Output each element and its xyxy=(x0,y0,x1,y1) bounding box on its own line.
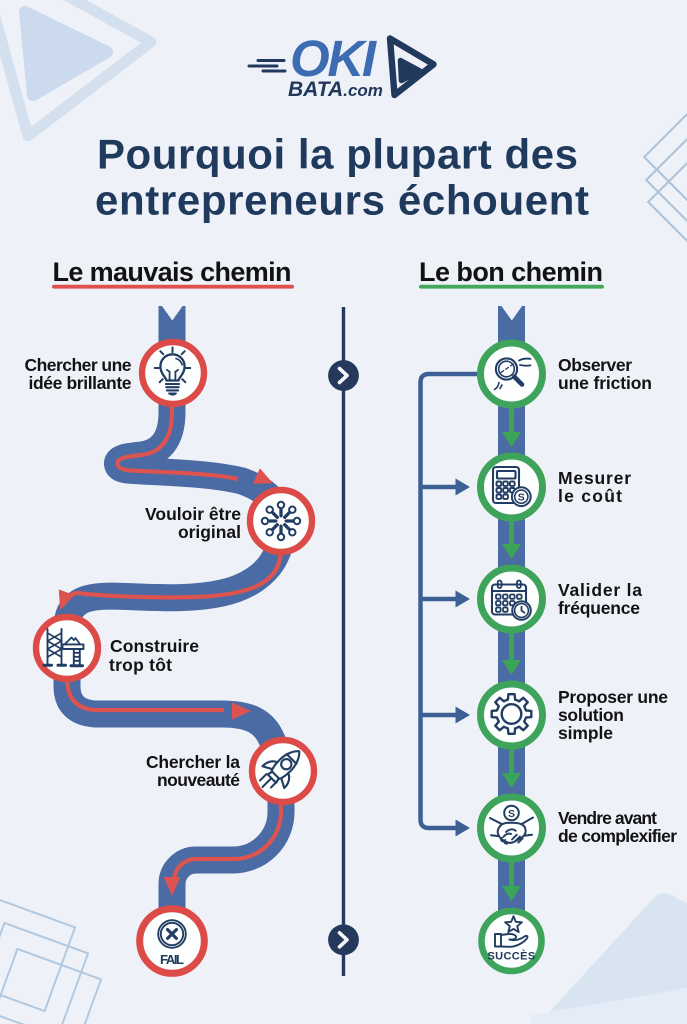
svg-text:le coût: le coût xyxy=(558,486,622,506)
svg-text:Proposer une: Proposer une xyxy=(558,687,668,707)
svg-text:Le mauvais chemin: Le mauvais chemin xyxy=(53,257,292,287)
svg-text:original: original xyxy=(178,522,241,542)
svg-text:Vendre avant: Vendre avant xyxy=(558,808,657,828)
svg-text:Le bon chemin: Le bon chemin xyxy=(419,257,603,287)
svg-text:Pourquoi la plupart des: Pourquoi la plupart des xyxy=(97,131,578,178)
svg-text:une friction: une friction xyxy=(558,373,652,393)
svg-text:SUCCÈS: SUCCÈS xyxy=(487,950,535,963)
svg-text:OKI: OKI xyxy=(290,30,378,87)
svg-text:FAIL: FAIL xyxy=(160,952,184,967)
svg-text:S: S xyxy=(518,492,525,504)
svg-text:Vouloir être: Vouloir être xyxy=(145,504,241,524)
svg-text:BATA.com: BATA.com xyxy=(288,78,383,101)
svg-text:Observer: Observer xyxy=(558,355,632,375)
svg-text:Construire: Construire xyxy=(110,636,199,656)
svg-text:Mesurer: Mesurer xyxy=(558,468,631,488)
svg-text:nouveauté: nouveauté xyxy=(157,770,240,790)
svg-text:fréquence: fréquence xyxy=(558,598,640,618)
svg-text:trop tôt: trop tôt xyxy=(109,655,172,675)
svg-text:entrepreneurs échouent: entrepreneurs échouent xyxy=(95,177,589,224)
svg-text:Valider la: Valider la xyxy=(558,580,642,600)
svg-text:idée brillante: idée brillante xyxy=(29,373,132,393)
svg-text:de complexifier: de complexifier xyxy=(558,826,677,846)
svg-text:S: S xyxy=(508,808,515,820)
svg-text:Chercher la: Chercher la xyxy=(146,752,240,772)
svg-text:simple: simple xyxy=(558,723,613,743)
svg-text:solution: solution xyxy=(558,705,624,725)
svg-text:Chercher une: Chercher une xyxy=(25,355,132,375)
